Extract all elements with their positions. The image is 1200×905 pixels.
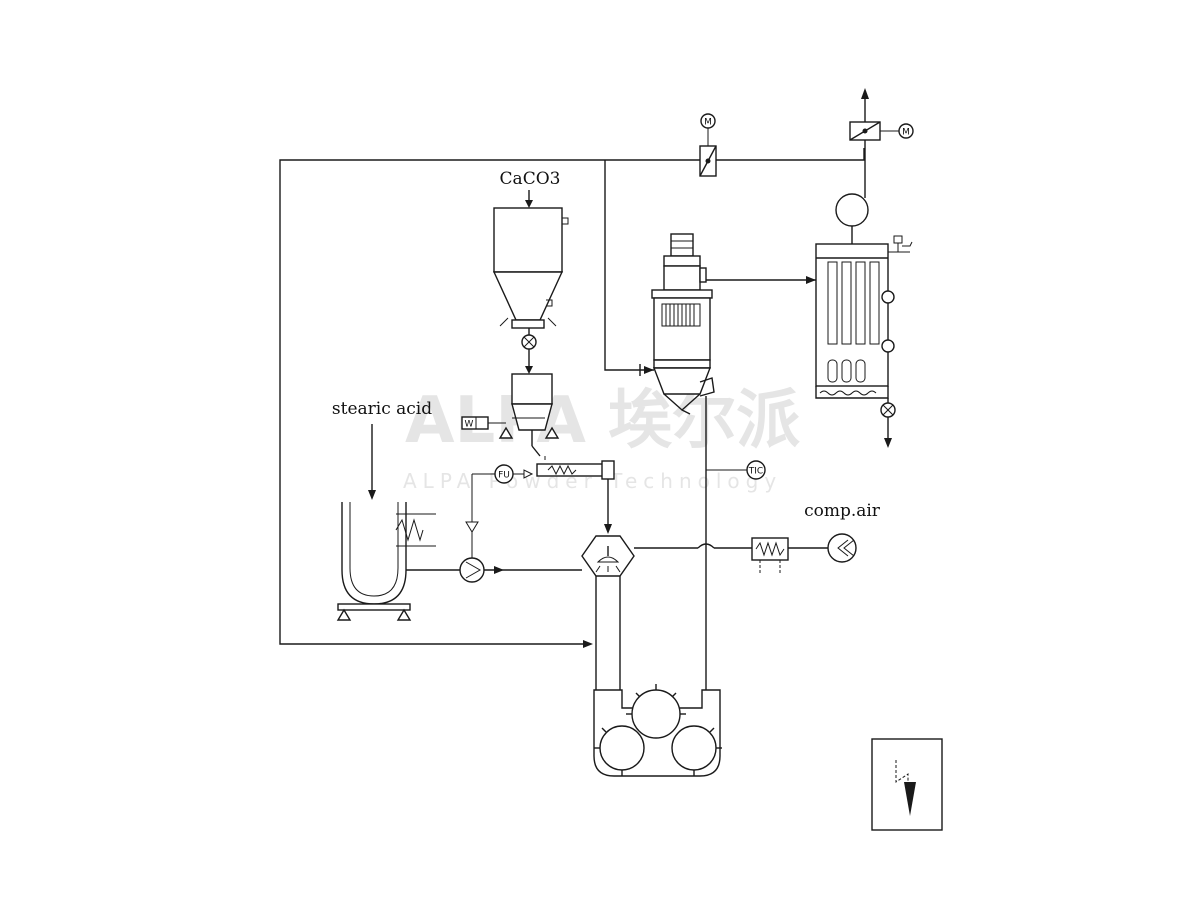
compressed-air-line: comp.air (634, 501, 881, 574)
motor-icon (700, 113, 716, 129)
arrow-down-icon (604, 524, 612, 534)
legend-box (871, 738, 943, 831)
comp-air-label: comp.air (804, 501, 881, 521)
caco3-label: CaCO3 (500, 169, 561, 189)
exhaust-damper-valve: M (699, 113, 717, 177)
arrow-down-icon (904, 782, 916, 816)
temperature-controller: TIC (706, 460, 766, 480)
weigh-feeder: W (461, 416, 506, 430)
rotor-mill (593, 684, 722, 777)
arrow-down-icon (368, 490, 376, 500)
flow-unit: FU (472, 464, 534, 484)
tic-tag: TIC (748, 467, 763, 477)
stearic-acid-label: stearic acid (332, 399, 432, 419)
arrow-down-icon (525, 200, 533, 208)
exhaust-stack: M (849, 88, 914, 198)
classifier-cyclone (604, 160, 816, 690)
feed-hopper (498, 373, 560, 457)
recirculation-line (279, 148, 865, 648)
dosing-pump (406, 474, 582, 583)
exhaust-fan (835, 193, 869, 244)
motor-icon (898, 123, 914, 139)
screw-feeder (536, 456, 615, 534)
arrow-up-icon (861, 88, 869, 99)
weigh-tag: W (465, 420, 474, 430)
stearic-acid-tank: stearic acid (332, 399, 436, 621)
fu-tag: FU (498, 471, 510, 481)
motor-tag-exhaust: M (902, 128, 910, 138)
bag-filter (815, 235, 913, 448)
arrow-down-icon (884, 438, 892, 448)
motor-tag-top: M (704, 118, 712, 128)
caco3-silo: CaCO3 (492, 169, 569, 374)
coating-nozzle-chamber (581, 535, 635, 690)
